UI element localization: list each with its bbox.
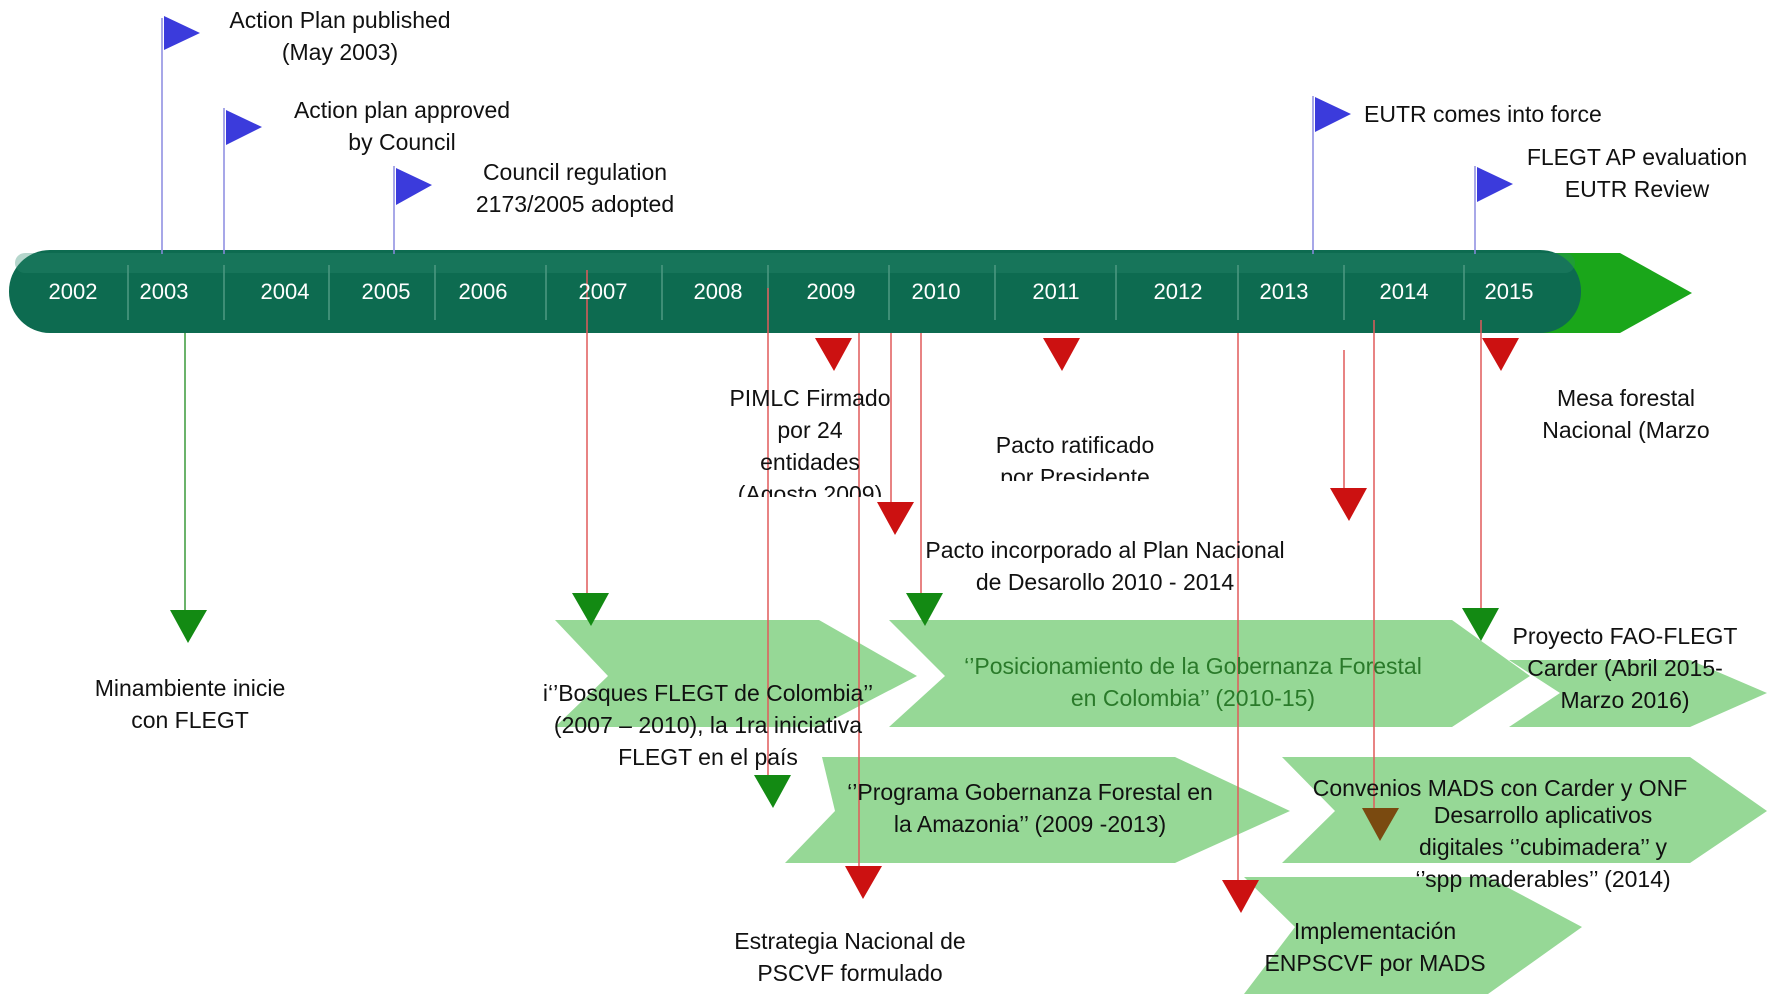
year-label: 2009: [806, 279, 856, 304]
flag-icon: [396, 168, 432, 205]
event-action-plan-approved: Action plan approved by Council: [293, 97, 511, 155]
marker-green-icon: [906, 593, 943, 626]
chevron-programa-amazonia: [785, 757, 1290, 863]
marker-red-icon: [877, 502, 914, 535]
event-mesa-forestal: Mesa forestal Nacional (Marzo: [1542, 385, 1710, 443]
marker-red-icon: [1330, 488, 1367, 521]
event-pacto-ratificado: Pacto ratificado por Presidente: [995, 432, 1155, 481]
chevron-implementacion: [1244, 877, 1582, 994]
project-convenios: Convenios MADS con Carder y ONF: [1312, 775, 1688, 801]
project-programa-amazonia: ‘’Programa Gobernanza Forestal en la Ama…: [847, 779, 1213, 837]
year-label: 2006: [458, 279, 508, 304]
event-action-plan-published: Action Plan published (May 2003): [229, 7, 451, 65]
project-implementacion: Implementación ENPSCVF por MADS: [1264, 918, 1486, 976]
year-label: 2007: [578, 279, 628, 304]
marker-red-icon: [1222, 880, 1259, 913]
year-label: 2008: [693, 279, 743, 304]
year-label: 2014: [1379, 279, 1429, 304]
event-pacto-incorporado: Pacto incorporado al Plan Nacional de De…: [925, 537, 1285, 595]
year-label: 2011: [1032, 279, 1080, 304]
marker-red-icon: [1482, 338, 1519, 371]
year-label: 2013: [1259, 279, 1309, 304]
year-label: 2004: [260, 279, 310, 304]
flag-icon: [226, 110, 262, 145]
chevron-bosques: [555, 620, 917, 727]
flag-icon: [164, 16, 200, 50]
marker-red-icon: [1043, 338, 1080, 371]
year-label: 2012: [1153, 279, 1203, 304]
event-flegt-evaluation: FLEGT AP evaluation EUTR Review: [1526, 144, 1748, 202]
year-label: 2002: [48, 279, 98, 304]
project-posicionamiento: ‘’Posicionamiento de la Gobernanza Fores…: [964, 653, 1422, 711]
event-minambiente: Minambiente inicie con FLEGT: [94, 675, 286, 733]
year-label: 2003: [139, 279, 189, 304]
project-fao-flegt: Proyecto FAO-FLEGT Carder (Abril 2015- M…: [1512, 623, 1738, 713]
event-eutr-force: EUTR comes into force: [1364, 101, 1602, 127]
event-desarrollo-apps: Desarrollo aplicativos digitales ‘’cubim…: [1415, 802, 1671, 892]
year-label: 2005: [361, 279, 411, 304]
year-label: 2010: [911, 279, 961, 304]
event-estrategia: Estrategia Nacional de PSCVF formulado: [734, 928, 966, 986]
year-separators: [127, 265, 1465, 320]
chevron-fao-flegt: [1509, 660, 1767, 727]
marker-green-icon: [170, 610, 207, 643]
marker-green-icon: [572, 593, 609, 626]
event-pimlc: PIMLC Firmado por 24 entidades (Agosto 2…: [729, 385, 891, 497]
flag-icon: [1315, 97, 1351, 132]
marker-red-icon: [815, 338, 852, 371]
flag-icon: [1477, 167, 1513, 202]
marker-green-icon: [1462, 608, 1499, 641]
marker-brown-icon: [1362, 808, 1399, 841]
year-label: 2015: [1484, 279, 1534, 304]
marker-green-icon: [754, 775, 791, 808]
chevron-convenios: [1282, 757, 1767, 863]
project-bosques: i‘’Bosques FLEGT de Colombia’’ (2007 – 2…: [542, 680, 874, 770]
timeline-bar: [9, 250, 1581, 333]
event-council-regulation: Council regulation 2173/2005 adopted: [475, 159, 675, 217]
marker-red-icon: [845, 866, 882, 899]
chevron-posicionamiento: [889, 620, 1530, 727]
